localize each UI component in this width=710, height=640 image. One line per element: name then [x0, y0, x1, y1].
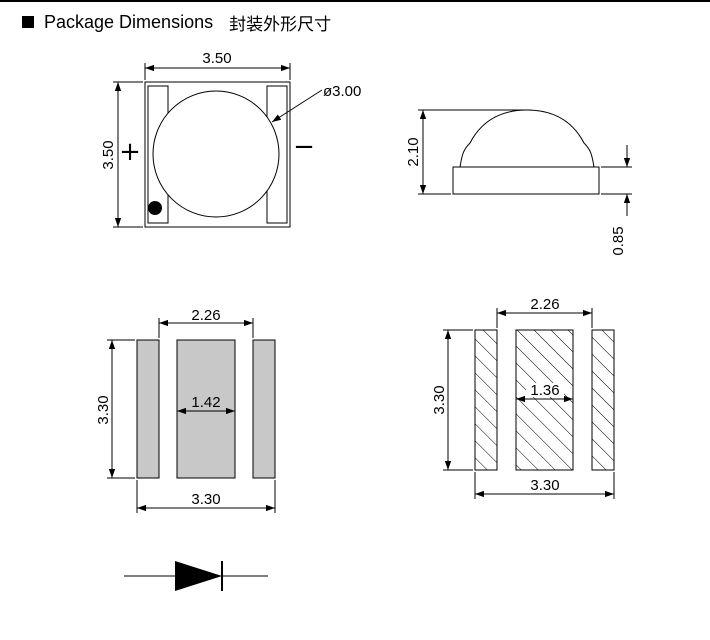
footprint-pad-left	[474, 329, 498, 471]
diode-symbol-icon	[124, 561, 268, 591]
page-title: Package Dimensions	[44, 11, 214, 32]
lens-diameter-leader	[271, 89, 323, 123]
diode-triangle	[175, 561, 222, 591]
bottom-span-label: 2.26	[191, 307, 220, 324]
lens-diameter-label: ø3.00	[323, 83, 361, 100]
bottom-center-label: 1.42	[191, 394, 220, 411]
bottom-height-label: 3.30	[95, 395, 112, 424]
top-height-label: 3.50	[100, 140, 117, 169]
footprint-height-label: 3.30	[431, 385, 448, 414]
bottom-pad-left	[136, 339, 160, 479]
top-width-label: 3.50	[202, 50, 231, 67]
footprint-view: 2.26 1.36 3.30 3.30	[431, 296, 615, 499]
polarity-dot	[148, 201, 162, 215]
footprint-span-label: 2.26	[530, 296, 559, 313]
section-header: Package Dimensions 封装外形尺寸	[22, 10, 332, 35]
top-rule	[0, 0, 710, 2]
footprint-center-label-bg	[526, 383, 564, 397]
footprint-center-label: 1.36	[530, 382, 559, 399]
footprint-width-label: 3.30	[530, 477, 559, 494]
side-base-label: 0.85	[610, 226, 627, 255]
bottom-pad-right	[252, 339, 276, 479]
anode-plus-label: +	[119, 137, 141, 167]
top-view-body	[144, 81, 291, 228]
bottom-view: 2.26 1.42 3.30 3.30	[95, 307, 276, 513]
side-view: 2.10 0.85	[405, 109, 632, 256]
side-view-dome	[459, 109, 595, 168]
side-view-base	[452, 166, 600, 195]
cathode-minus-label: −	[293, 132, 315, 162]
page-title-cn: 封装外形尺寸	[229, 14, 332, 35]
square-bullet-icon	[22, 16, 34, 28]
top-view-lens	[152, 90, 280, 218]
top-view: 3.50 3.50 ø3.00 + −	[100, 50, 361, 228]
bottom-width-label: 3.30	[191, 491, 220, 508]
footprint-pad-center	[515, 329, 574, 471]
side-height-label: 2.10	[405, 137, 422, 166]
footprint-pad-right	[591, 329, 615, 471]
